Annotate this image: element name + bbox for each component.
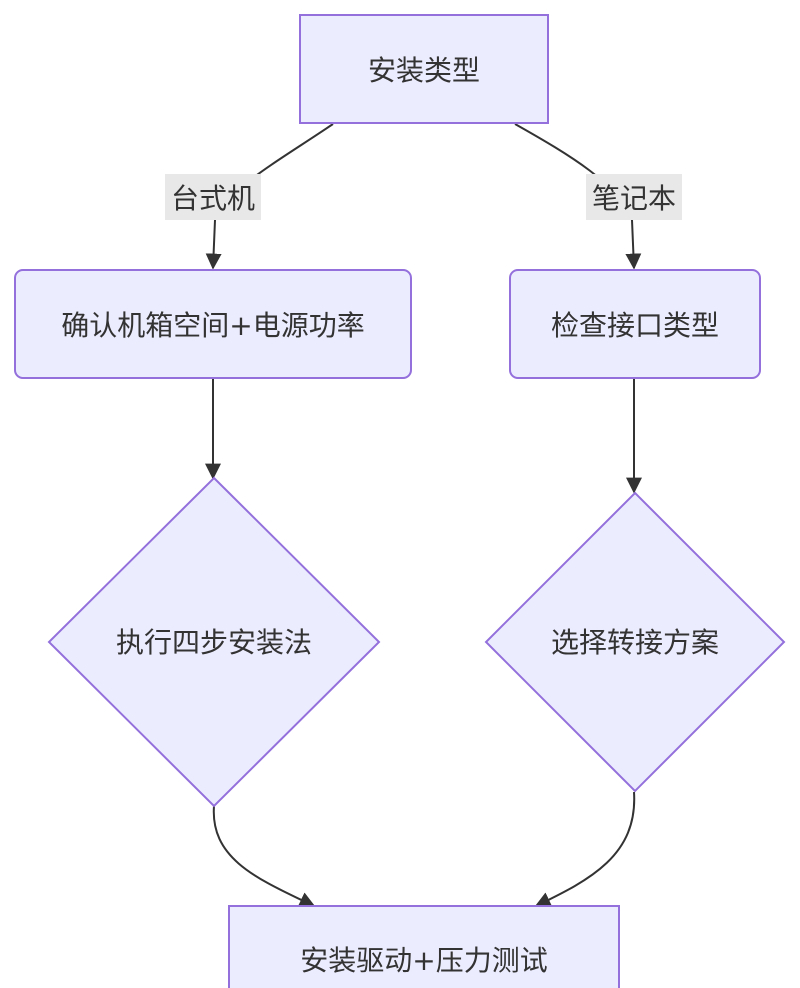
node-laptop-step-label: 选择转接方案 [551,626,719,659]
node-desktop: 确认机箱空间+电源功率 [14,269,412,379]
edge-label-desktop-text: 台式机 [171,182,255,215]
edge-laptop-step-to-end [534,791,636,907]
node-start-label: 安装类型 [368,54,480,87]
edge-desktop-step-to-end [212,805,316,907]
node-desktop-label: 确认机箱空间+电源功率 [61,309,364,342]
edge-label-laptop-text: 笔记本 [592,182,676,215]
node-laptop-step: 选择转接方案 [484,491,786,793]
node-laptop-label: 检查接口类型 [551,309,719,342]
node-desktop-step: 执行四步安装法 [47,476,381,808]
node-start: 安装类型 [299,14,549,124]
node-end: 安装驱动+压力测试 [228,905,620,988]
node-laptop: 检查接口类型 [509,269,761,379]
node-end-label: 安装驱动+压力测试 [300,944,547,977]
edge-label-laptop: 笔记本 [586,174,682,220]
node-desktop-step-label: 执行四步安装法 [116,626,312,659]
edge-label-desktop: 台式机 [165,174,261,220]
